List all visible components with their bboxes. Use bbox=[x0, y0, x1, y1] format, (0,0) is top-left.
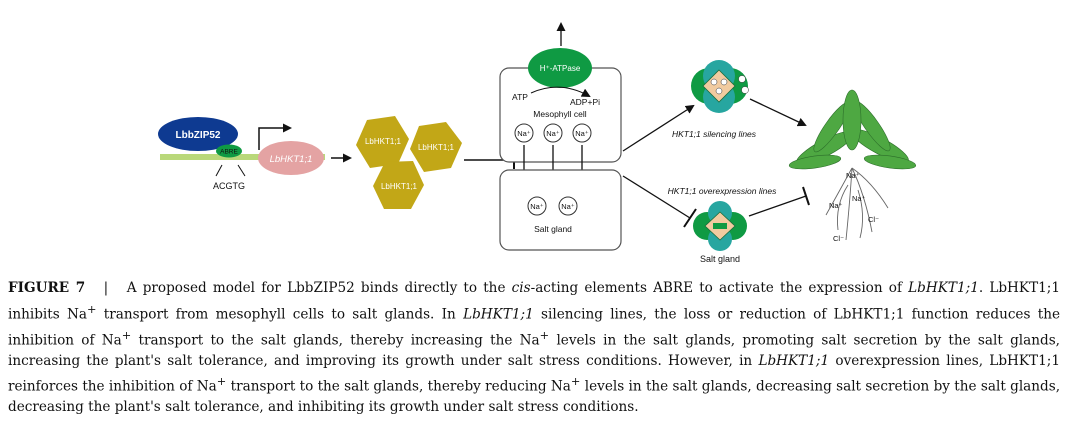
acgtg-pointer-right bbox=[237, 164, 246, 177]
dna-strand bbox=[160, 154, 325, 160]
caption-text: transport from mesophyll cells to salt g… bbox=[103, 306, 456, 323]
caption-text: overexpression lines, LbHKT1;1 reinforce… bbox=[8, 352, 1060, 395]
abre-element bbox=[216, 144, 242, 158]
mesophyll-label: Mesophyll cell bbox=[533, 109, 586, 119]
atp-conversion-arrow bbox=[530, 86, 591, 97]
caption-text: transport to the salt glands, thereby re… bbox=[230, 378, 571, 395]
caption-gene: LbHKT1;1 bbox=[463, 306, 534, 323]
hkt-protein-label-3: LbHKT1;1 bbox=[381, 182, 418, 191]
salt-gland-label: Salt gland bbox=[534, 224, 572, 234]
na-label: Na⁺ bbox=[561, 202, 575, 211]
salt-gland-overexpression-label: Salt gland bbox=[700, 254, 740, 264]
overexpression-line bbox=[622, 175, 691, 219]
plant-cl-label-2: Cl⁻ bbox=[833, 234, 844, 243]
overexpression-to-plant-line bbox=[748, 195, 807, 217]
plant-na-label-1: Na⁺ bbox=[846, 171, 860, 180]
na-label: Na⁺ bbox=[530, 202, 544, 211]
na-ion-meso-2 bbox=[543, 123, 563, 143]
caption-gene: LbHKT1;1 bbox=[908, 280, 979, 296]
silencing-arrow bbox=[622, 104, 695, 152]
abre-label: ABRE bbox=[220, 149, 238, 156]
acgtg-label: ACGTG bbox=[213, 181, 245, 191]
caption-superscript: + bbox=[539, 327, 550, 342]
salt-gland-overexpression-icon bbox=[693, 201, 747, 251]
model-diagram: LbbZIP52 ABRE ACGTG LbHKT1;1 LbHKT1;1 Lb… bbox=[158, 22, 917, 264]
figure-label: FIGURE 7 bbox=[8, 280, 86, 296]
overexpression-bar bbox=[683, 208, 697, 228]
figure-caption: FIGURE 7 | A proposed model for LbbZIP52… bbox=[8, 278, 1060, 418]
caption-superscript: + bbox=[86, 301, 97, 316]
caption-text: silencing lines, the loss or reduction o… bbox=[8, 306, 1060, 349]
caption-separator: | bbox=[103, 280, 109, 296]
hkt-protein-label-2: LbHKT1;1 bbox=[418, 143, 455, 152]
atpase-pump bbox=[528, 48, 592, 88]
caption-text: . LbHKT1;1 inhibits Na bbox=[8, 280, 1061, 323]
caption-text: levels in the salt glands, decreasing sa… bbox=[8, 378, 1061, 416]
hkt-protein-2 bbox=[410, 122, 462, 172]
na-label: Na⁺ bbox=[575, 129, 589, 138]
caption-superscript: + bbox=[570, 374, 581, 389]
overexpression-to-plant-bar bbox=[802, 186, 810, 206]
na-ion-meso-3 bbox=[572, 123, 592, 143]
na-ion-meso-1 bbox=[514, 123, 534, 143]
plant-na-label-2: Na⁺ bbox=[829, 201, 843, 210]
hkt-gene bbox=[258, 141, 324, 175]
na-ion-gland-1 bbox=[527, 196, 547, 216]
acgtg-pointer-left bbox=[215, 164, 223, 177]
bzip52-tf bbox=[158, 117, 238, 151]
hkt-protein-label-1: LbHKT1;1 bbox=[365, 137, 402, 146]
plant-cl-label-1: Cl⁻ bbox=[868, 215, 879, 224]
plant-leaves-icon bbox=[788, 89, 917, 170]
atpase-label: H⁺-ATPase bbox=[540, 64, 581, 73]
na-label: Na⁺ bbox=[517, 129, 531, 138]
caption-gene: LbHKT1;1 bbox=[758, 352, 830, 369]
transcription-start-arrow bbox=[258, 123, 292, 150]
salt-gland-silencing-icon bbox=[691, 60, 749, 113]
silencing-label: HKT1;1 silencing lines bbox=[672, 129, 757, 139]
caption-text: transport to the salt glands, thereby in… bbox=[138, 332, 540, 349]
atp-label: ATP bbox=[512, 92, 528, 102]
caption-text: levels in the salt glands, promoting sal… bbox=[8, 332, 1060, 369]
hkt-protein-1 bbox=[356, 116, 409, 168]
hkt-protein-3 bbox=[373, 161, 424, 209]
overexpression-label: HKT1;1 overexpression lines bbox=[668, 186, 777, 196]
silencing-to-plant-arrow bbox=[749, 98, 807, 127]
plant-roots-icon bbox=[825, 167, 889, 241]
adp-label: ADP+Pi bbox=[570, 97, 600, 107]
caption-italic: cis bbox=[511, 280, 531, 296]
caption-superscript: + bbox=[216, 374, 227, 389]
caption-superscript: + bbox=[121, 327, 132, 342]
caption-text: -acting elements ABRE to activate the ex… bbox=[530, 280, 902, 296]
na-ion-gland-2 bbox=[558, 196, 578, 216]
caption-text: A proposed model for LbbZIP52 binds dire… bbox=[126, 280, 506, 296]
na-label: Na⁺ bbox=[546, 129, 560, 138]
bzip52-label: LbbZIP52 bbox=[175, 130, 220, 141]
hkt-gene-label: LbHKT1;1 bbox=[270, 154, 313, 165]
plant-na-label-3: Na⁺ bbox=[852, 194, 866, 203]
